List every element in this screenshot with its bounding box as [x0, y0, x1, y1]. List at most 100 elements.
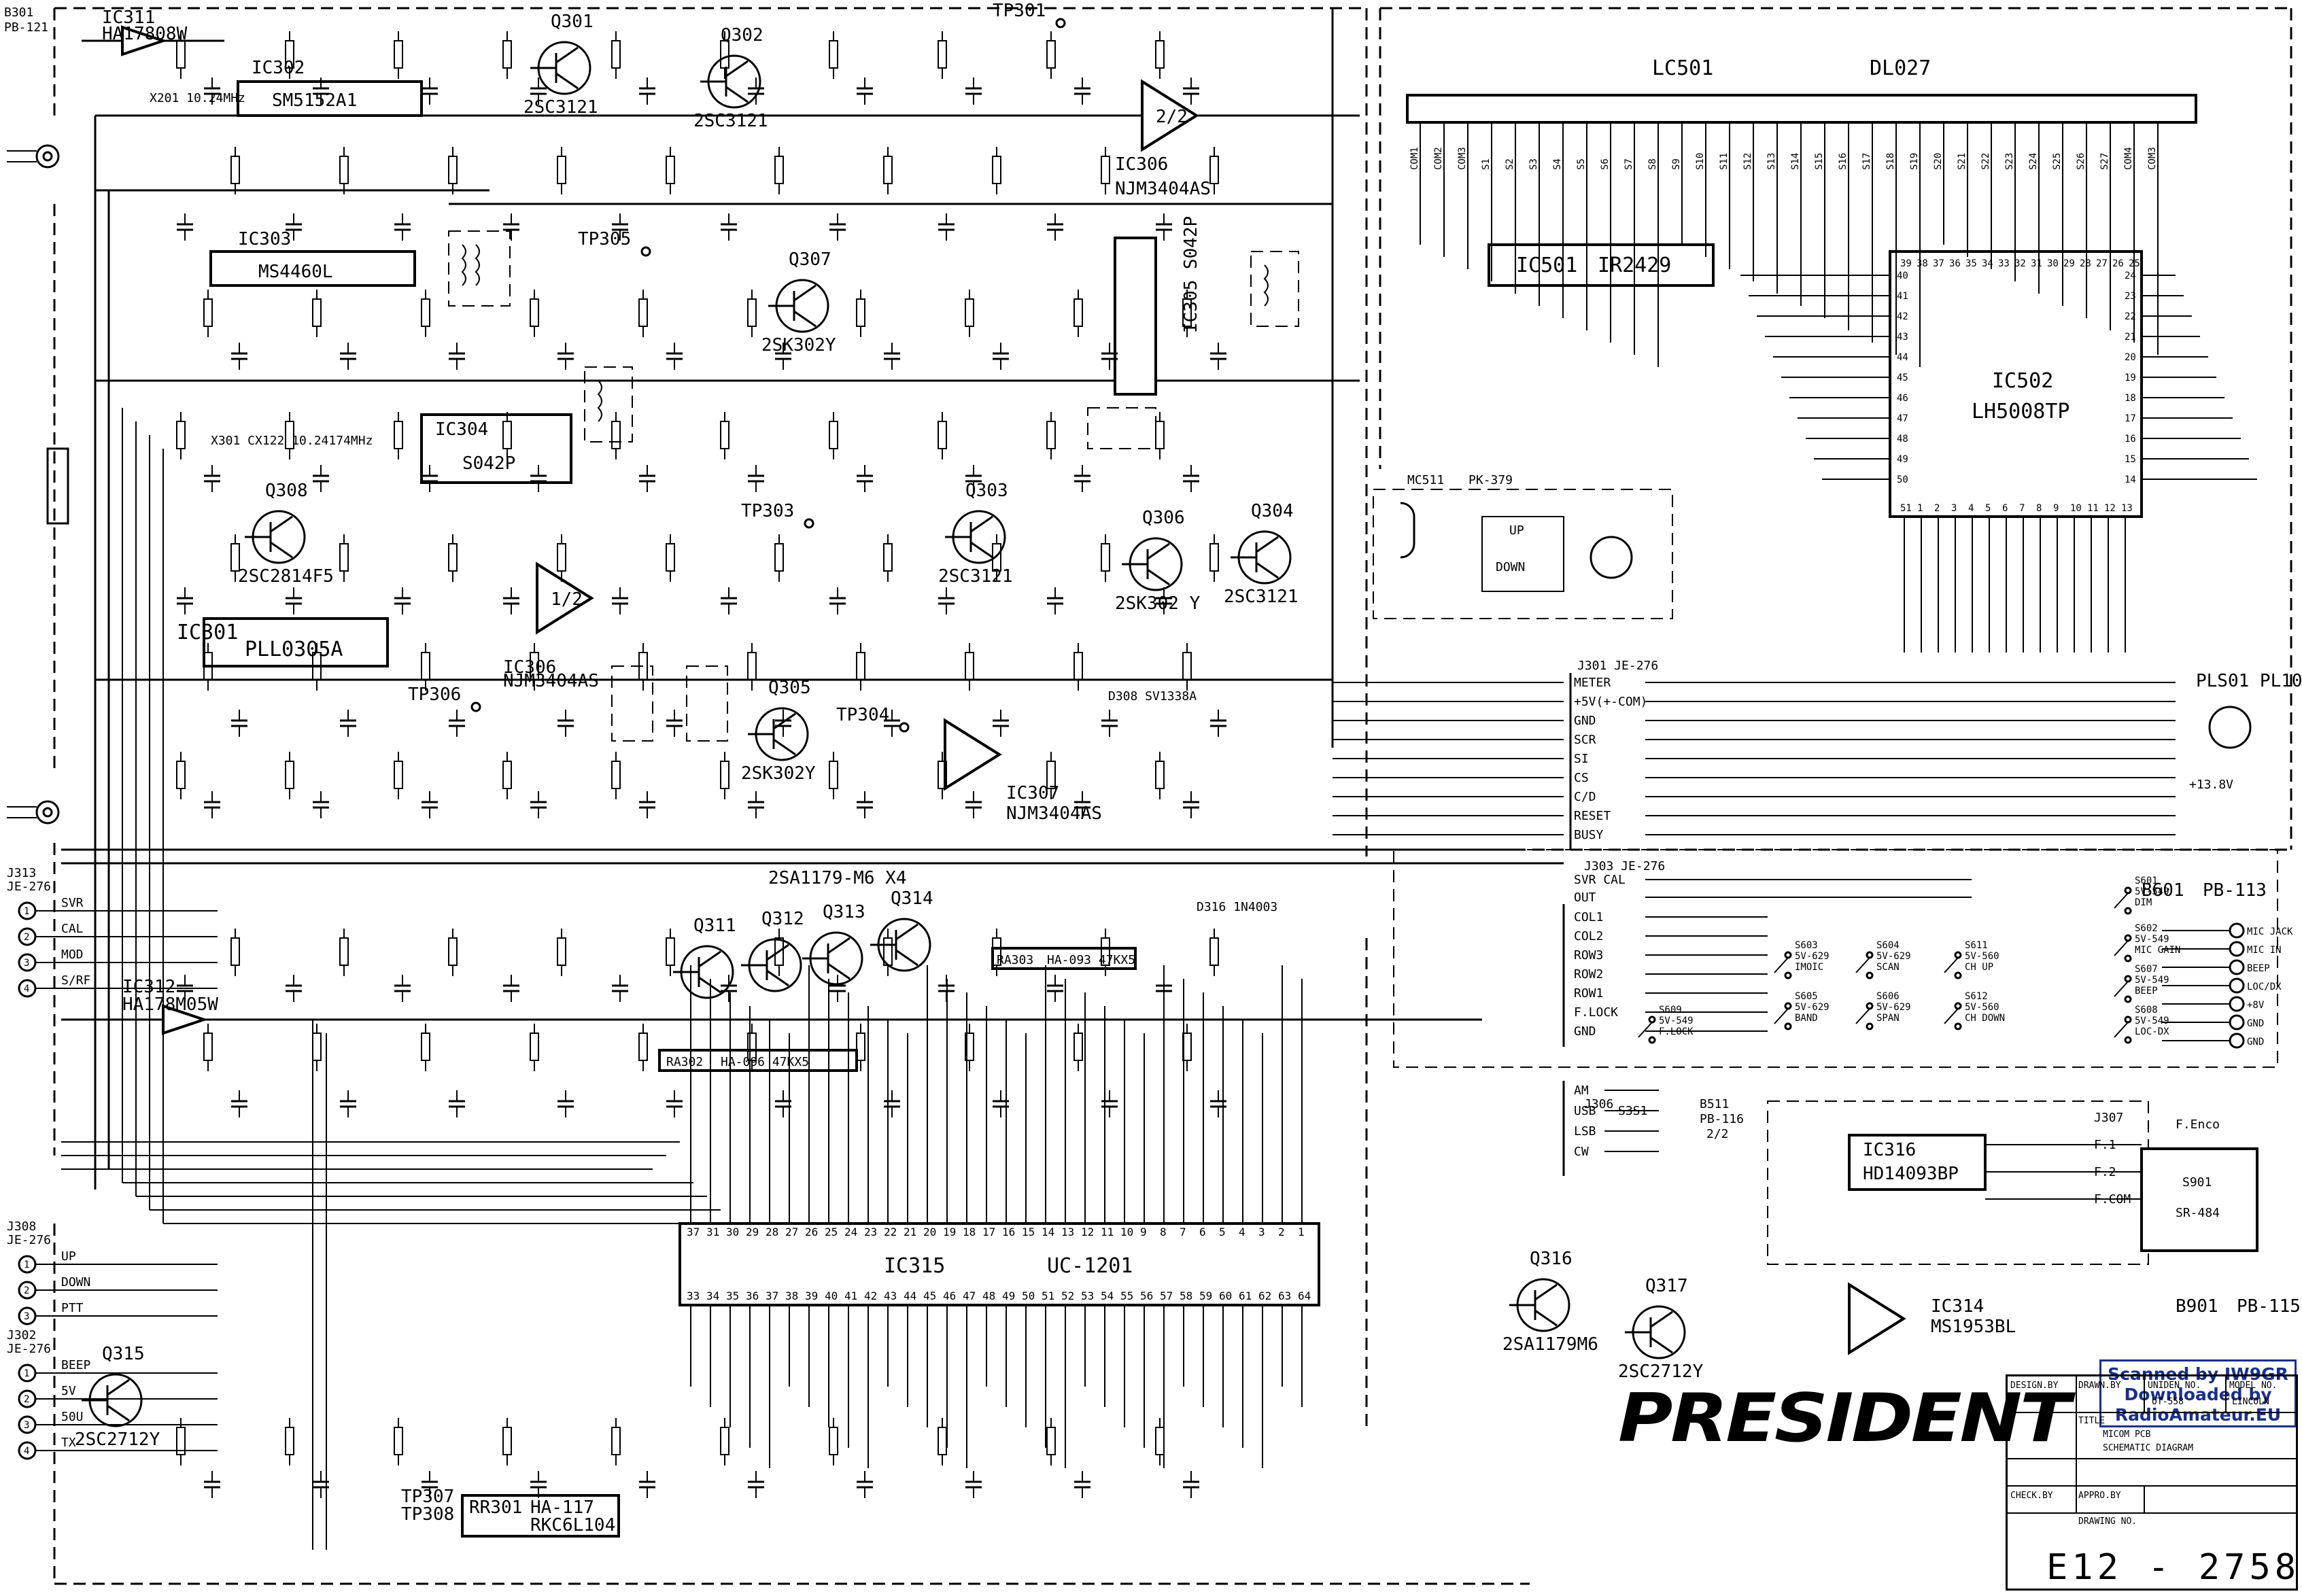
board-pcb: PB-121 [4, 20, 48, 35]
lcd-pin-label: S14 [1790, 153, 1801, 170]
j301-pin-label: BUSY [1574, 828, 1604, 842]
ic502-pin-label: 38 [1917, 258, 1928, 269]
board-b511-pcb: PB-116 [1700, 1112, 1744, 1126]
mic-down-label: DOWN [1496, 560, 1525, 574]
svg-text:J301 JE-276: J301 JE-276 [1577, 659, 1658, 673]
transistor-symbol [945, 510, 1006, 564]
ic315-pin-label: 21 [904, 1226, 916, 1238]
ic315-pin-label: 51 [1042, 1289, 1054, 1302]
ic502-pin-label: 6 [2002, 503, 2008, 514]
lamp-supply: +13.8V [2189, 778, 2233, 792]
ic316-block: IC316 HD14093BP [1848, 1134, 1987, 1191]
ic502-pin-label: 19 [2125, 372, 2136, 383]
switch-ref: S601 [2135, 875, 2158, 886]
switch-ref: S611 [1965, 940, 1988, 951]
switch-spec: 5V-560 [1965, 1002, 1999, 1013]
switch-function: IMOIC [1795, 962, 1823, 973]
encoder-block: F.Enco S901 SR-484 [2140, 1117, 2258, 1252]
j301-pin-label: +5V(+-COM) [1574, 695, 1647, 709]
switch-spec: 5V-549 [2135, 975, 2169, 986]
ic315-pin-label: 33 [687, 1289, 700, 1302]
connector-pin-label: CAL [61, 922, 84, 936]
drawn-label: DRAWN.BY [2078, 1381, 2121, 1391]
ic502-pin-label: 27 [2096, 258, 2108, 269]
transistor-ref: Q312 [761, 909, 804, 929]
ic502-pin-label: 20 [2125, 352, 2136, 363]
rr301-value: RKC6L104 [530, 1515, 615, 1536]
ic315-pin-label: 3 [1258, 1226, 1265, 1238]
transistor-part: 2SC2712Y [1618, 1361, 1704, 1382]
ic315-pin-label: 63 [1278, 1289, 1291, 1302]
jack-label: +8V [2247, 1000, 2265, 1011]
lcd-pin-label: S5 [1576, 158, 1587, 170]
connector-pin-label: SVR [61, 896, 84, 910]
ic502-pin-label: 48 [1897, 434, 1908, 445]
switch-spec: 5V-549 [1659, 1016, 1694, 1026]
lcd-pin-label: S25 [2052, 153, 2063, 170]
ic305-block: IC305 S042P [1114, 216, 1201, 396]
svg-text:1/2: 1/2 [551, 589, 583, 610]
lcd-wires [1420, 122, 2159, 367]
ra302-part: HA-096 47KX5 [721, 1055, 809, 1069]
lamp-pls01: PLS01 PL102 [2196, 671, 2302, 691]
ic502-pin-label: 21 [2125, 332, 2136, 343]
j303-pin-label: SVR CAL [1574, 873, 1626, 887]
ic502-pin-label: 12 [2104, 503, 2116, 514]
ic315-pin-label: 4 [1239, 1226, 1246, 1238]
ic315-wires [690, 965, 1303, 1468]
ic315-pin-label: 29 [746, 1226, 759, 1238]
transistor-symbol [1231, 530, 1292, 585]
ra303-part: HA-093 47KX5 [1047, 953, 1135, 967]
ic315-pin-label: 15 [1022, 1226, 1035, 1238]
transistor-ref: Q311 [693, 916, 736, 936]
lcd-pin-label: S8 [1647, 158, 1658, 170]
coil-blocks [448, 230, 1299, 742]
j306-pin-label: LSB [1574, 1124, 1596, 1139]
transistor-symbol [802, 931, 863, 986]
lcd-pin-label: S12 [1742, 153, 1753, 170]
connector-pin-label: 5V [61, 1384, 76, 1398]
svg-text:1: 1 [24, 1260, 29, 1270]
ic502-pin-label: 36 [1949, 258, 1961, 269]
ic315-pin-label: 47 [963, 1289, 976, 1302]
jack-label: GND [2247, 1037, 2264, 1047]
switch-function: BAND [1795, 1013, 1818, 1024]
j301-pin-label: METER [1574, 676, 1611, 690]
test-point-label: TP306 [408, 684, 461, 705]
ic304-ref: IC304 [435, 419, 488, 440]
switch-ref: S612 [1965, 991, 1988, 1002]
ic502-pin-label: 3 [1951, 503, 1957, 514]
ic502-pin-label: 2 [1934, 503, 1940, 514]
ic502-pin-label: 46 [1897, 393, 1908, 404]
lcd-pin-label: S13 [1766, 153, 1777, 170]
j305-pin-label: ROW3 [1574, 948, 1603, 962]
rr301-ref: RR301 [469, 1497, 522, 1518]
ic502-pin-label: 35 [1965, 258, 1977, 269]
misc-labels: X301 CX122 10.24174MHz D316 1N4003 D308 … [150, 91, 2302, 1118]
ic315-pin-label: 20 [923, 1226, 936, 1238]
j305-pin-label: F.LOCK [1574, 1005, 1618, 1020]
test-point-label: TP308 [401, 1504, 454, 1525]
ic306a-part: NJM3404AS [503, 671, 599, 691]
j301-pin-label: CS [1574, 771, 1589, 785]
j305-pin-label: ROW2 [1574, 967, 1603, 982]
test-point-label: TP301 [993, 1, 1046, 21]
credit-line-2: Downloaded by [2124, 1385, 2272, 1404]
ic502-pin-label: 28 [2080, 258, 2091, 269]
mic-panel: UP DOWN [1400, 502, 1633, 592]
ic502-pin-label: 5 [1985, 503, 1991, 514]
ic301-part: PLL0305A [245, 638, 343, 661]
transistor-ref: Q313 [823, 902, 865, 922]
ic315-pin-label: 12 [1081, 1226, 1094, 1238]
ic502-pin-label: 23 [2125, 291, 2136, 302]
crystal-x301: X301 CX122 10.24174MHz [211, 434, 373, 448]
svg-text:J307: J307 [2094, 1111, 2123, 1125]
local-osc: X201 10.24MHz [150, 91, 245, 105]
ic315-pin-label: 6 [1199, 1226, 1206, 1238]
transistor-part: 2SK302Y [761, 335, 836, 355]
